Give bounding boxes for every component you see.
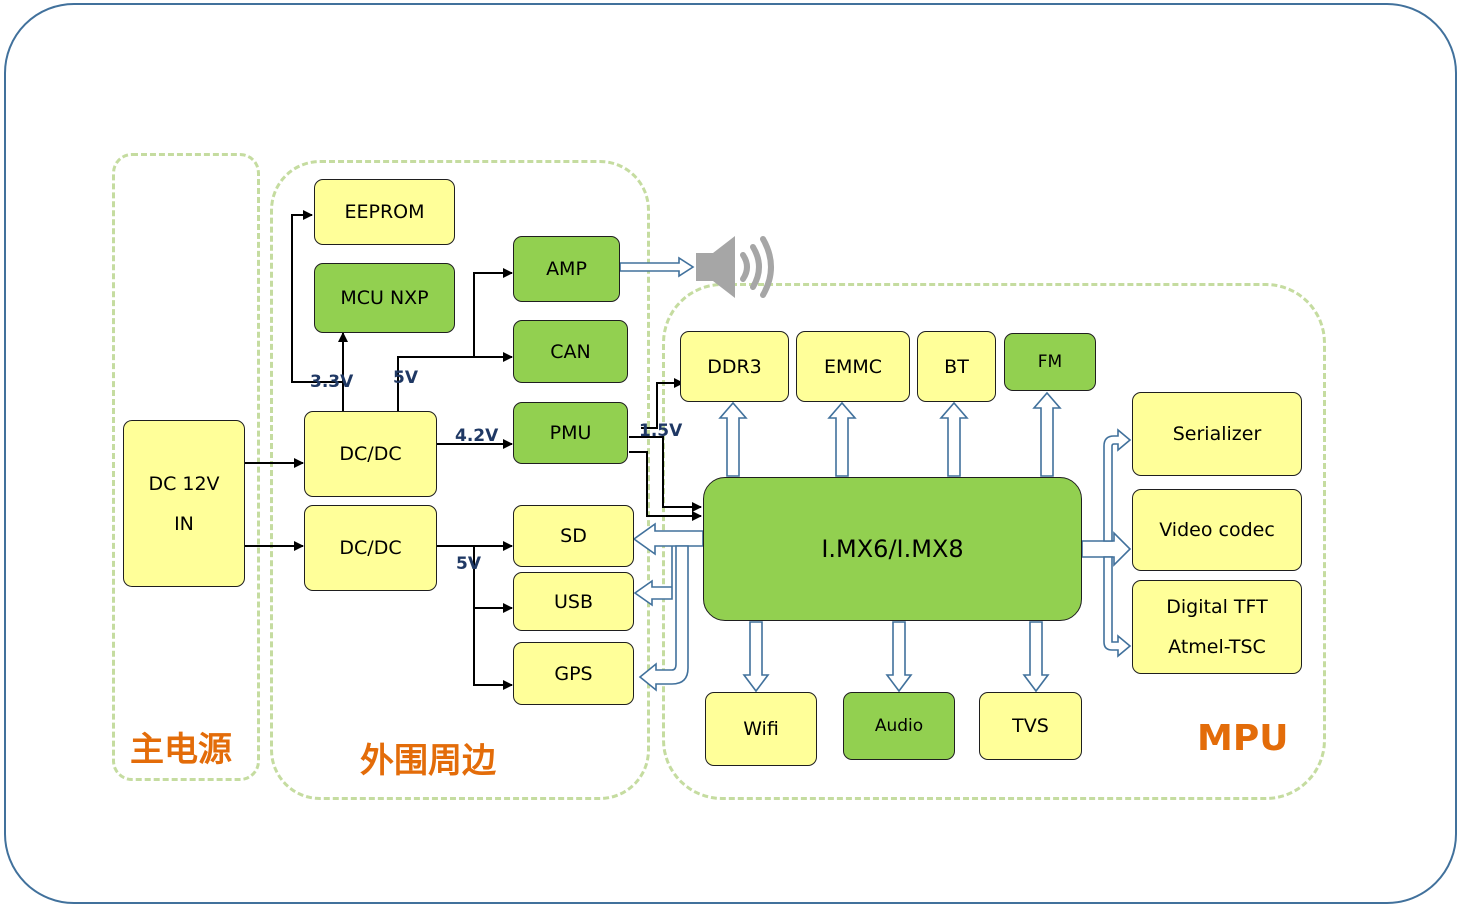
speaker-icon (696, 236, 774, 298)
tft-label-line1: Digital TFT (1166, 596, 1268, 618)
can-block: CAN (513, 320, 628, 383)
dcdc-top-block: DC/DC (304, 411, 437, 497)
region-label-peripherals: 外围周边 (360, 741, 496, 781)
tvs-block: TVS (979, 692, 1082, 760)
sd-block: SD (513, 505, 634, 567)
region-label-main-power: 主电源 (130, 730, 232, 770)
bt-block: BT (917, 331, 996, 402)
emmc-block: EMMC (796, 331, 910, 402)
eeprom-block: EEPROM (314, 179, 455, 245)
outer-frame (4, 3, 1457, 904)
dcdc-bottom-block: DC/DC (304, 505, 437, 591)
audio-block: Audio (843, 692, 955, 760)
voltage-label-5v-top: 5V (393, 368, 418, 388)
voltage-label-5v-bottom: 5V (456, 554, 481, 574)
video-codec-block: Video codec (1132, 489, 1302, 571)
soc-block: I.MX6/I.MX8 (703, 477, 1082, 621)
fm-block: FM (1004, 333, 1096, 391)
wifi-block: Wifi (705, 692, 817, 766)
dc-in-label-line1: DC 12V (148, 472, 220, 495)
digital-tft-block: Digital TFT Atmel-TSC (1132, 580, 1302, 674)
voltage-label-4v2: 4.2V (455, 426, 499, 446)
region-main-power (112, 153, 260, 781)
region-label-mpu: MPU (1197, 718, 1289, 759)
dc-12v-in-block: DC 12V IN (123, 420, 245, 587)
pmu-block: PMU (513, 402, 628, 464)
voltage-label-3v3: 3.3V (310, 372, 354, 392)
serializer-block: Serializer (1132, 392, 1302, 476)
dc-in-label-line2: IN (174, 512, 194, 535)
voltage-label-1v5: 1.5V (639, 421, 683, 441)
amp-block: AMP (513, 236, 620, 302)
mcu-nxp-block: MCU NXP (314, 263, 455, 333)
tft-label-line2: Atmel-TSC (1168, 636, 1266, 658)
usb-block: USB (513, 572, 634, 631)
gps-block: GPS (513, 642, 634, 705)
region-peripherals (270, 160, 650, 800)
ddr3-block: DDR3 (680, 331, 789, 402)
